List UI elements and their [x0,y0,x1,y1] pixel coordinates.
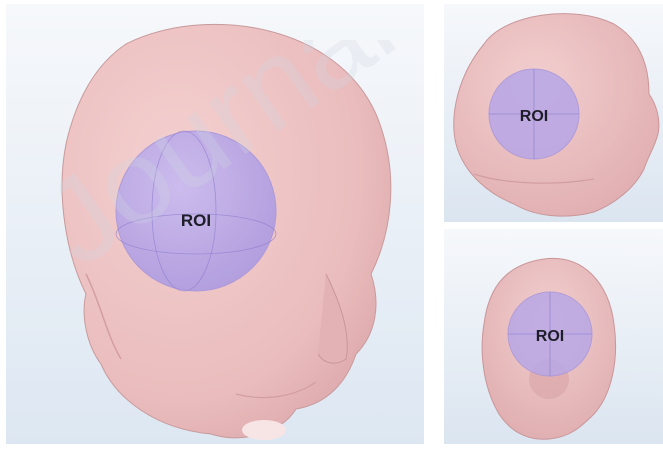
head-side-view: ROI [444,4,663,222]
head-back-figure: ROI [444,229,663,444]
chin-highlight [242,420,286,440]
roi-label: ROI [536,328,564,345]
head-side-figure: ROI [444,4,663,222]
roi-label: ROI [181,211,211,230]
roi-label: ROI [520,108,548,125]
head-back-view: ROI [444,229,663,444]
head-oblique-figure: ROI [6,4,424,444]
head-oblique-view: ROI [6,4,424,444]
